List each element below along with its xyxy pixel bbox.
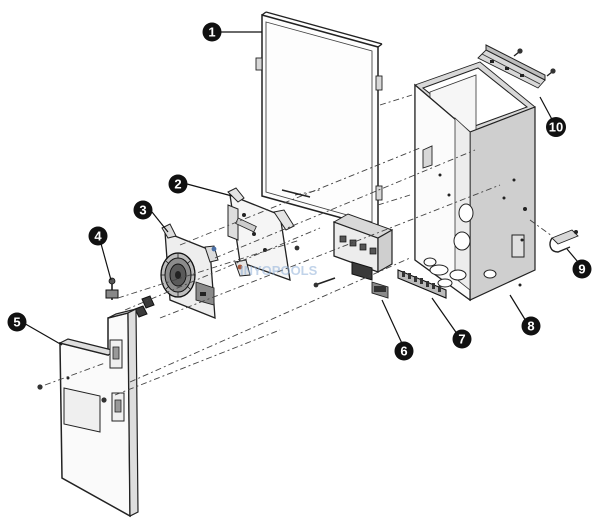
callout-10-label: 10 <box>549 120 563 135</box>
terminal-block <box>332 213 394 299</box>
callout-10: 10 <box>546 117 566 137</box>
callout-7-label: 7 <box>458 332 465 347</box>
mounting-bracket <box>477 44 556 89</box>
callout-4-label: 4 <box>94 229 102 244</box>
watermark-text: INYOPOOLS <box>240 263 318 278</box>
enclosure-door <box>255 11 383 229</box>
callout-6-label: 6 <box>400 344 407 359</box>
callout-2: 2 <box>168 174 188 194</box>
enclosure-box <box>414 61 536 302</box>
callout-8-label: 8 <box>527 319 534 334</box>
callout-9-label: 9 <box>578 262 585 277</box>
ground-clip <box>523 207 579 253</box>
callout-6: 6 <box>394 341 414 361</box>
front-cover-panel <box>58 308 139 518</box>
callout-7: 7 <box>452 329 472 349</box>
screw-assembly <box>105 277 119 300</box>
callout-1: 1 <box>202 22 222 42</box>
callout-4: 4 <box>88 226 108 246</box>
callout-3: 3 <box>133 200 153 220</box>
terminal-strip <box>397 269 447 299</box>
callout-3-label: 3 <box>139 203 146 218</box>
mounting-plate <box>227 187 295 281</box>
callout-1-label: 1 <box>208 25 215 40</box>
assembly-guide-lines <box>37 94 501 403</box>
callout-5: 5 <box>7 312 27 332</box>
callout-8: 8 <box>521 316 541 336</box>
timer-mechanism <box>134 223 219 319</box>
callout-5-label: 5 <box>13 315 20 330</box>
callout-9: 9 <box>572 259 592 279</box>
callout-2-label: 2 <box>174 177 181 192</box>
